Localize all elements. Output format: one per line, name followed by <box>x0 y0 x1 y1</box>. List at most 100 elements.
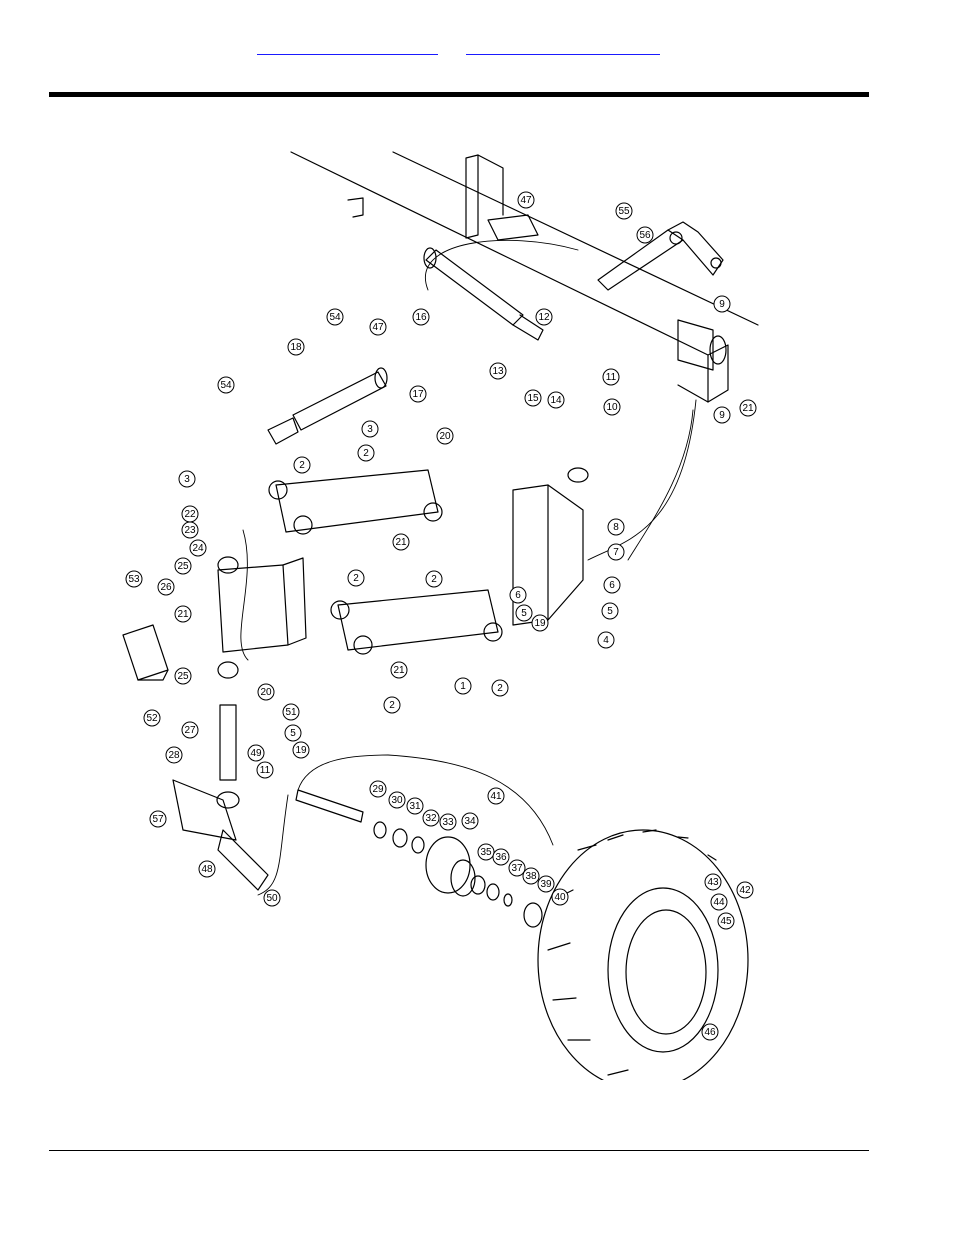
callout-number: 53 <box>128 574 140 585</box>
callout-39: 39 <box>537 875 555 893</box>
callout-number: 57 <box>152 814 164 825</box>
callout-balloon <box>326 308 344 326</box>
callout-number: 2 <box>389 700 395 711</box>
callout-29: 29 <box>369 780 387 798</box>
callout-balloon <box>710 893 728 911</box>
callout-25: 25 <box>174 557 192 575</box>
callout-5: 5 <box>284 724 302 742</box>
frame-beam <box>290 151 759 403</box>
callout-balloon <box>369 780 387 798</box>
callout-number: 54 <box>220 380 232 391</box>
callout-balloon <box>217 376 235 394</box>
callout-number: 41 <box>490 791 502 802</box>
spindle <box>295 789 364 823</box>
callout-20: 20 <box>257 683 275 701</box>
callout-4: 4 <box>597 631 615 649</box>
callout-7: 7 <box>607 543 625 561</box>
callout-16: 16 <box>412 308 430 326</box>
callout-balloon <box>522 867 540 885</box>
wheel <box>537 829 749 1080</box>
callout-balloon <box>603 398 621 416</box>
callout-3: 3 <box>178 470 196 488</box>
callout-6: 6 <box>509 586 527 604</box>
callout-balloon <box>531 614 549 632</box>
callout-21: 21 <box>739 399 757 417</box>
callout-25: 25 <box>174 667 192 685</box>
callout-balloon <box>143 709 161 727</box>
callout-balloon <box>181 521 199 539</box>
callout-balloon <box>489 362 507 380</box>
callout-2: 2 <box>383 696 401 714</box>
callout-number: 20 <box>439 431 451 442</box>
callout-number: 19 <box>534 618 546 629</box>
callout-balloon <box>174 557 192 575</box>
hub <box>425 836 476 897</box>
callout-balloon <box>284 724 302 742</box>
callout-number: 9 <box>719 299 725 310</box>
callout-number: 21 <box>395 537 407 548</box>
callout-54: 54 <box>217 376 235 394</box>
callout-balloon <box>524 389 542 407</box>
callout-21: 21 <box>174 605 192 623</box>
callout-number: 2 <box>497 683 503 694</box>
channel-housing <box>122 624 169 681</box>
callout-number: 11 <box>260 765 271 776</box>
hydraulic-cylinder-upper <box>423 247 544 341</box>
callout-balloon <box>517 191 535 209</box>
callout-number: 3 <box>184 474 190 485</box>
callout-51: 51 <box>282 703 300 721</box>
callout-balloon <box>713 295 731 313</box>
callout-number: 45 <box>720 916 732 927</box>
callout-41: 41 <box>487 787 505 805</box>
callout-number: 48 <box>201 864 213 875</box>
callout-balloon <box>263 889 281 907</box>
upper-arm <box>268 469 443 535</box>
callout-11: 11 <box>602 368 620 386</box>
callout-balloon <box>388 791 406 809</box>
callout-balloon <box>636 226 654 244</box>
callout-balloon <box>425 570 443 588</box>
right-tube <box>677 319 727 371</box>
callout-number: 21 <box>393 665 405 676</box>
top-bracket <box>465 154 539 241</box>
callout-balloon <box>551 888 569 906</box>
callout-2: 2 <box>293 456 311 474</box>
header-links <box>0 38 954 58</box>
callout-24: 24 <box>189 539 207 557</box>
callout-46: 46 <box>701 1023 719 1041</box>
callout-2: 2 <box>347 569 365 587</box>
callout-number: 43 <box>707 877 719 888</box>
header-link-right[interactable] <box>466 38 660 55</box>
callout-number: 6 <box>609 580 615 591</box>
callout-number: 2 <box>353 573 359 584</box>
callout-2: 2 <box>491 679 509 697</box>
callout-33: 33 <box>439 813 457 831</box>
callout-number: 35 <box>480 847 492 858</box>
callout-9: 9 <box>713 295 731 313</box>
callout-number: 37 <box>511 863 523 874</box>
callout-number: 39 <box>540 879 552 890</box>
callout-number: 33 <box>442 817 454 828</box>
callout-number: 17 <box>412 389 424 400</box>
callout-2: 2 <box>357 444 375 462</box>
callout-number: 27 <box>184 725 196 736</box>
callout-number: 19 <box>295 745 307 756</box>
callout-number: 30 <box>391 795 403 806</box>
header-link-left[interactable] <box>257 38 438 55</box>
callout-number: 15 <box>527 393 539 404</box>
callout-balloon <box>487 787 505 805</box>
callout-balloon <box>607 518 625 536</box>
callout-number: 2 <box>299 460 305 471</box>
callout-number: 13 <box>492 366 504 377</box>
callout-12: 12 <box>535 308 553 326</box>
callout-balloon <box>383 696 401 714</box>
callout-balloon <box>491 679 509 697</box>
callout-balloon <box>739 399 757 417</box>
callout-balloon <box>412 308 430 326</box>
callout-15: 15 <box>524 389 542 407</box>
callout-number: 44 <box>713 897 725 908</box>
callout-9: 9 <box>713 406 731 424</box>
callout-number: 21 <box>742 403 754 414</box>
callout-balloon <box>347 569 365 587</box>
callout-36: 36 <box>492 848 510 866</box>
